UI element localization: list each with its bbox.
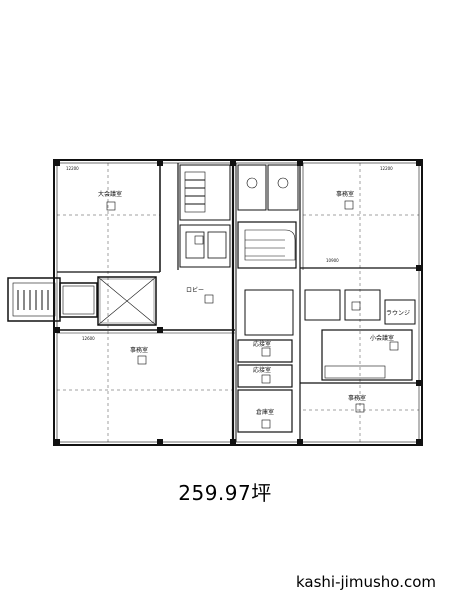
middle-rooms <box>237 289 416 433</box>
dim-mid-left: 12600 <box>82 336 95 341</box>
room-label-office-bottom-right: 事務室 <box>348 394 366 402</box>
dim-top-left: 12200 <box>66 166 79 171</box>
floor-plan-drawing: 大会議室 事務室 ロビー 事務室 事務室 小会議室 応接室 応接室 倉庫室 ラウ… <box>7 159 423 446</box>
service-core <box>179 164 299 269</box>
room-label-storage: 倉庫室 <box>256 408 274 416</box>
room-label-lounge: ラウンジ <box>386 309 410 317</box>
dim-top-right: 12200 <box>380 166 393 171</box>
room-label-reception-b: 応接室 <box>253 366 271 374</box>
dim-mid-right: 10900 <box>326 258 339 263</box>
room-label-lobby: ロビー <box>186 286 204 294</box>
building-outline <box>53 159 423 446</box>
room-label-conference: 大会議室 <box>98 190 122 198</box>
room-label-office-bottom-left: 事務室 <box>130 346 148 354</box>
room-label-reception: 応接室 <box>253 340 271 348</box>
columns <box>54 160 422 445</box>
floor-area-label: 259.97坪 <box>178 481 272 505</box>
entrance-protrusion <box>7 277 98 322</box>
central-void <box>97 276 157 326</box>
site-watermark[interactable]: kashi-jimusho.com <box>295 573 436 591</box>
room-label-small-conference: 小会議室 <box>370 334 394 342</box>
room-label-office-top: 事務室 <box>336 190 354 198</box>
fixtures <box>106 200 399 429</box>
